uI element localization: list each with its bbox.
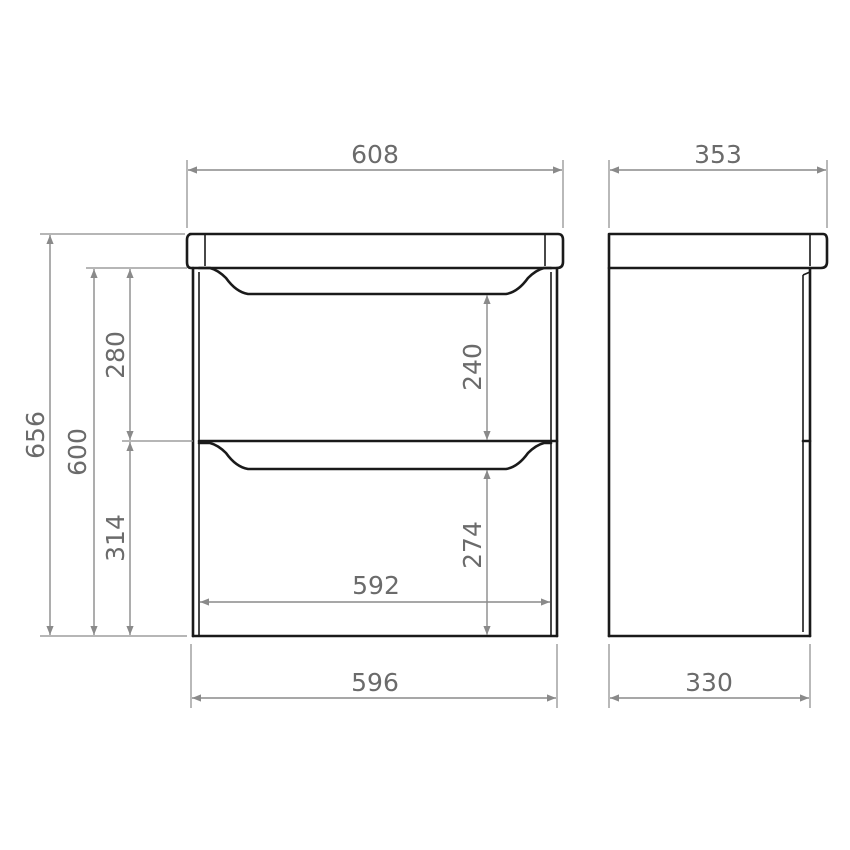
dim-lower-section-height: 314 — [101, 442, 134, 635]
dim-body-width-front-label: 596 — [351, 668, 399, 697]
dim-upper-section-height: 280 — [101, 269, 193, 442]
dim-total-height-label: 656 — [21, 411, 50, 459]
dim-lower-drawer-height: 274 — [458, 470, 491, 635]
dim-upper-drawer-height: 240 — [458, 295, 491, 440]
dim-top-width-side-label: 353 — [694, 140, 742, 169]
dim-body-height-label: 600 — [63, 428, 92, 476]
dim-inner-width: 592 — [200, 571, 550, 606]
upper-drawer-handle-recess — [197, 266, 553, 296]
dim-upper-section-height-label: 280 — [101, 331, 130, 379]
front-view — [185, 232, 565, 638]
dim-body-height: 600 — [63, 267, 187, 635]
dim-top-width-front: 608 — [186, 140, 564, 228]
side-view — [607, 232, 829, 638]
dim-top-width-side: 353 — [608, 140, 828, 228]
dim-body-width-side-label: 330 — [685, 668, 733, 697]
front-top-slab — [185, 232, 565, 270]
dim-top-width-front-label: 608 — [351, 140, 399, 169]
side-upper-drawer-front — [802, 271, 811, 276]
dim-lower-drawer-height-label: 274 — [458, 521, 487, 569]
dim-body-width-front: 596 — [190, 644, 558, 708]
dim-total-height: 656 — [21, 233, 187, 637]
side-top-slab — [607, 232, 829, 270]
lower-drawer-handle-recess — [197, 441, 553, 471]
dim-body-width-side: 330 — [608, 644, 811, 708]
dim-inner-width-label: 592 — [352, 571, 400, 600]
dim-upper-drawer-height-label: 240 — [458, 343, 487, 391]
dim-lower-section-height-label: 314 — [101, 514, 130, 562]
